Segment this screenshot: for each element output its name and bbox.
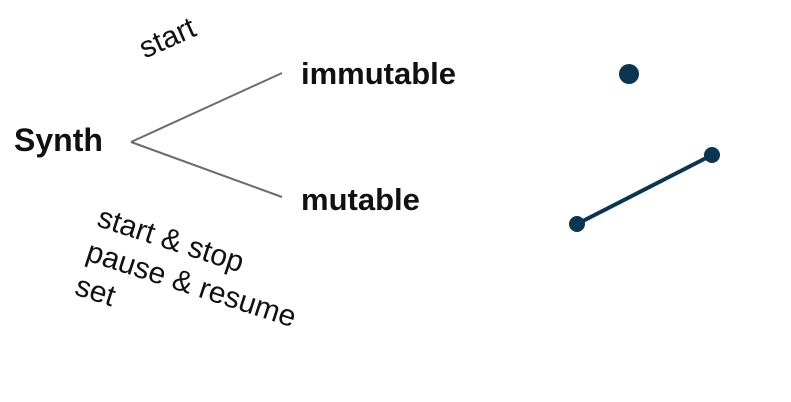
- immutable-label: immutable: [301, 56, 457, 91]
- mutable-line-end-point: [704, 147, 720, 163]
- immutable-point-glyph: [619, 64, 639, 84]
- root-label: Synth: [14, 122, 103, 158]
- mutable-line-start-point: [569, 216, 585, 232]
- mutable-line-glyph: [576, 153, 713, 226]
- mutable-label: mutable: [301, 182, 420, 217]
- edge-to-mutable: [130, 141, 283, 198]
- edge-to-immutable: [130, 72, 283, 143]
